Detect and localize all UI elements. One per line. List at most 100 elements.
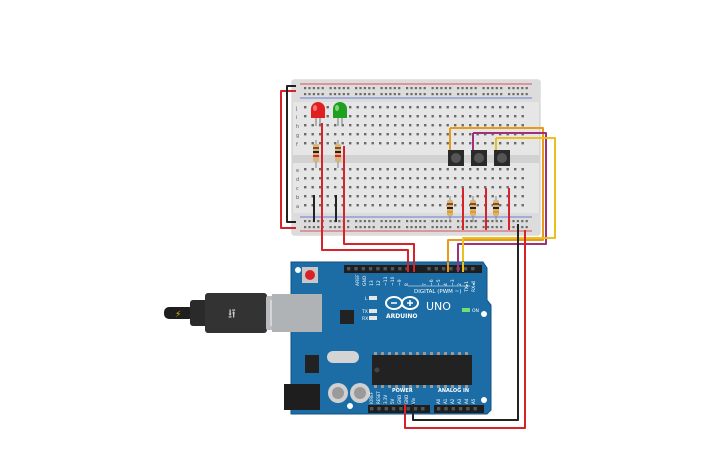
rail-hole xyxy=(389,226,392,229)
rail-hole xyxy=(525,93,528,96)
breadboard-hole xyxy=(484,142,487,145)
breadboard-hole xyxy=(364,195,367,198)
atmega-chip xyxy=(372,355,472,385)
breadboard-hole xyxy=(424,124,427,127)
breadboard-hole xyxy=(349,204,352,207)
breadboard-hole xyxy=(401,186,404,189)
breadboard-hole xyxy=(431,186,434,189)
breadboard-hole xyxy=(386,195,389,198)
breadboard-hole xyxy=(364,142,367,145)
wire-button2-signal[interactable] xyxy=(457,132,547,270)
header-pin xyxy=(384,407,388,411)
rail-hole xyxy=(474,226,477,229)
pin-label-gnd2: GND xyxy=(404,395,409,404)
wire-button3-signal[interactable] xyxy=(462,137,556,270)
resistor-button-3[interactable] xyxy=(493,196,499,222)
resistor-green-led[interactable] xyxy=(335,140,341,168)
rail-hole xyxy=(389,93,392,96)
breadboard-hole xyxy=(409,106,412,109)
breadboard-hole xyxy=(431,115,434,118)
led-tx xyxy=(369,309,377,313)
breadboard-hole xyxy=(401,195,404,198)
breadboard-hole xyxy=(416,133,419,136)
breadboard-hole xyxy=(311,195,314,198)
breadboard-hole xyxy=(394,124,397,127)
row-letter: f xyxy=(296,142,298,148)
rail-hole xyxy=(500,226,503,229)
header-pin xyxy=(398,267,402,271)
breadboard-hole xyxy=(326,133,329,136)
breadboard-hole xyxy=(424,186,427,189)
rail-hole xyxy=(312,93,315,96)
rail-hole xyxy=(321,87,324,90)
push-button-3[interactable] xyxy=(494,150,510,166)
pin-label-a1: A1 xyxy=(443,398,448,404)
wire-rail-black-loop[interactable] xyxy=(286,85,296,223)
breadboard-hole xyxy=(521,177,524,180)
breadboard-hole xyxy=(506,168,509,171)
breadboard-hole xyxy=(409,195,412,198)
rail-hole xyxy=(423,226,426,229)
rail-hole xyxy=(435,93,439,96)
rail-hole xyxy=(491,93,494,96)
green-led[interactable] xyxy=(333,102,347,126)
rail-hole xyxy=(482,220,485,223)
arduino-uno[interactable]: AREF GND 13 12 ~11 ~10 ~9 8 7 ~6 ~5 4 ~3… xyxy=(272,261,492,415)
resistor-button-1[interactable] xyxy=(447,196,453,222)
breadboard-hole xyxy=(499,168,502,171)
rail-hole xyxy=(406,87,409,90)
breadboard-hole xyxy=(484,115,487,118)
breadboard-hole xyxy=(326,115,329,118)
rail-hole xyxy=(317,220,320,223)
wire-red-led-to-pin[interactable] xyxy=(321,220,409,270)
rail-hole xyxy=(338,226,341,229)
wire-green-led-to-pin[interactable] xyxy=(343,220,415,270)
rail-hole xyxy=(338,220,341,223)
rail-hole xyxy=(414,220,417,223)
rail-hole xyxy=(372,226,375,229)
rail-hole xyxy=(338,87,341,90)
rail-hole xyxy=(308,93,311,96)
rail-hole xyxy=(338,93,341,96)
rail-hole xyxy=(482,93,485,96)
reset-button-cap[interactable] xyxy=(305,270,315,280)
breadboard-hole xyxy=(356,168,359,171)
rail-hole xyxy=(384,226,388,229)
breadboard-hole xyxy=(319,142,322,145)
breadboard-hole xyxy=(311,186,314,189)
push-button-1[interactable] xyxy=(448,150,464,166)
breadboard-hole xyxy=(461,168,464,171)
power-jack xyxy=(284,384,320,410)
wire-rail-red-loop[interactable] xyxy=(280,90,296,229)
rail-hole xyxy=(457,220,460,223)
chip-pin xyxy=(430,352,433,355)
rail-hole xyxy=(521,220,524,223)
breadboard-hole xyxy=(499,177,502,180)
chip-pin xyxy=(465,352,468,355)
rail-hole xyxy=(410,87,413,90)
wire-button1-signal[interactable] xyxy=(447,127,544,270)
breadboard-hole xyxy=(349,177,352,180)
push-button-2[interactable] xyxy=(471,150,487,166)
rail-hole xyxy=(512,226,515,229)
rail-hole xyxy=(384,87,388,90)
breadboard-hole xyxy=(484,177,487,180)
breadboard-hole xyxy=(521,195,524,198)
arduino-logo-icon xyxy=(385,296,419,310)
header-pin xyxy=(368,267,373,271)
breadboard-hole xyxy=(491,115,494,118)
rail-hole xyxy=(321,93,324,96)
breadboard-hole xyxy=(356,204,359,207)
rail-hole xyxy=(406,93,409,96)
rail-hole xyxy=(389,87,392,90)
rail-hole xyxy=(491,226,494,229)
breadboard-hole xyxy=(491,168,494,171)
breadboard-hole xyxy=(491,106,494,109)
wire-5v[interactable] xyxy=(404,230,526,429)
resistor-red-led[interactable] xyxy=(313,140,319,168)
red-led[interactable] xyxy=(311,102,325,126)
header-pin xyxy=(390,267,395,271)
breadboard-hole xyxy=(356,177,359,180)
resistor-button-2[interactable] xyxy=(470,196,476,222)
